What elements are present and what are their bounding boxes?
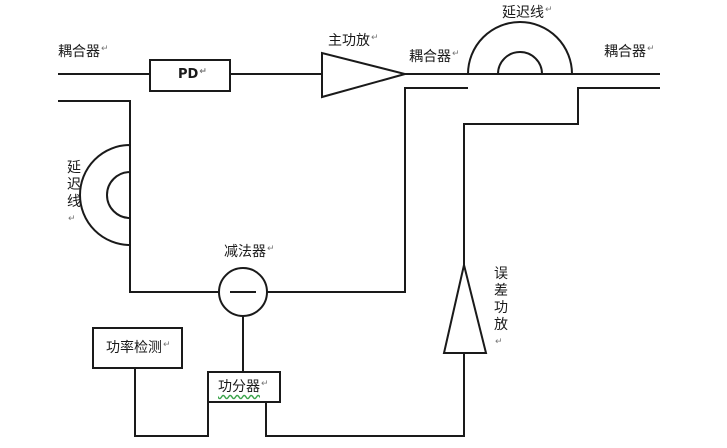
coupler-right-label: 耦合器↵ [604,44,655,60]
power-detect-box [92,327,183,369]
splitter-label: 功分器↵ [218,379,269,395]
wire-power-detect-to-splitter [134,368,209,437]
delay-line-left [79,143,131,247]
wire-left-branch [58,100,131,145]
main-amp-label: 主功放↵ [328,33,379,49]
wire-coupler-right-branch [463,87,660,265]
pd-box [149,59,231,92]
delay-line-top [466,21,574,75]
wire-delay-to-subtractor [129,245,219,293]
subtractor-label: 减法器↵ [224,244,275,260]
delay-left-label: 延迟线↵ [67,160,81,224]
error-amp-label: 误差功放↵ [494,266,508,347]
wire-coupler-mid-branch [266,87,468,293]
main-amp-triangle [321,51,409,99]
coupler-left-label: 耦合器↵ [58,44,109,60]
delay-top-label: 延迟线↵ [502,5,553,21]
wire-splitter-to-error-amp [265,353,465,437]
error-amp-triangle [442,264,488,354]
power-detect-label: 功率检测↵ [106,340,171,356]
pd-label: PD↵ [178,67,207,82]
coupler-mid-label: 耦合器↵ [409,49,460,65]
splitter-box [207,371,281,403]
